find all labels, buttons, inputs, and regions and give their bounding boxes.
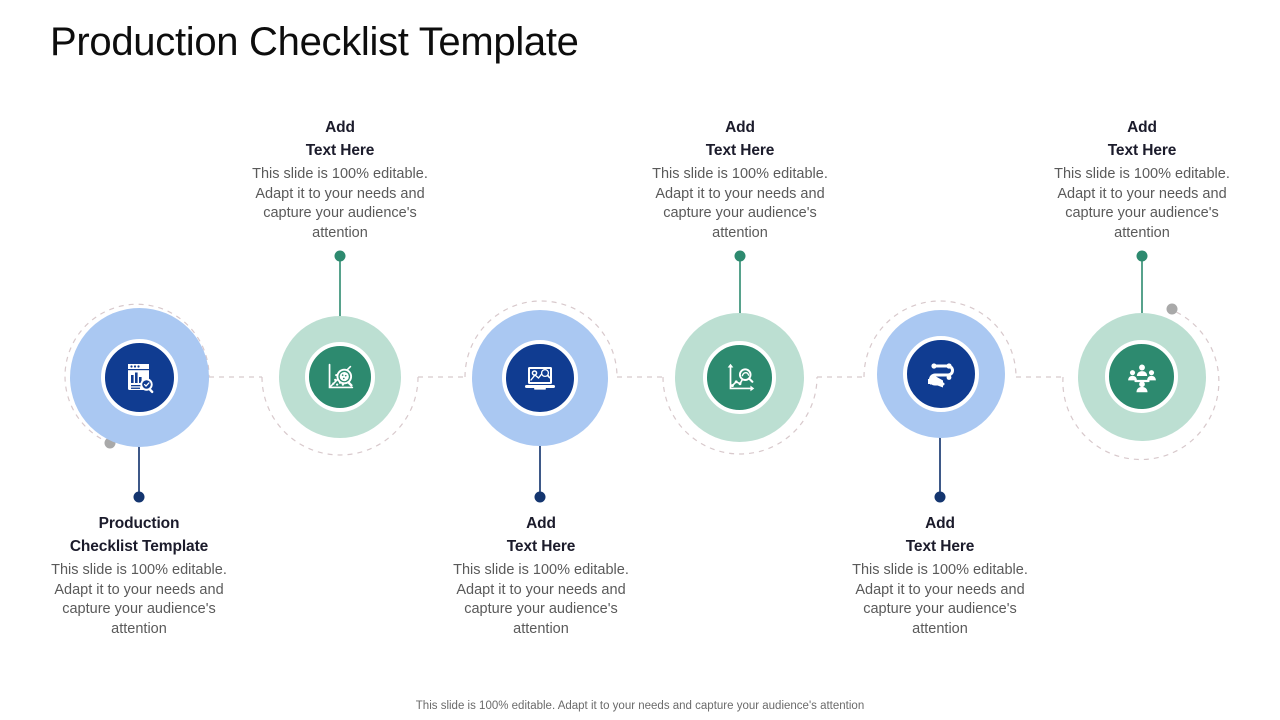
node-1-text: Production Checklist Template This slide… [39,512,239,639]
node-5-heading: Add Text Here [905,515,975,555]
footer-note: This slide is 100% editable. Adapt it to… [415,700,865,712]
node-6-heading: Add Text Here [1107,119,1177,159]
node-6-text: Add Text Here This slide is 100% editabl… [1042,116,1242,243]
node-2-inner-circle [305,342,375,412]
node-1-body: This slide is 100% editable. Adapt it to… [51,562,227,637]
page-title: Production Checklist Template [50,20,579,64]
accent-dot-end [1166,303,1178,315]
node-6-inner-circle [1105,340,1178,413]
node-3-inner-circle [502,340,578,416]
node-4-text: Add Text Here This slide is 100% editabl… [640,116,840,243]
node-6-body: This slide is 100% editable. Adapt it to… [1054,166,1230,241]
node-5-body: This slide is 100% editable. Adapt it to… [852,562,1028,637]
team-meeting-icon [1127,364,1156,392]
node-2-text: Add Text Here This slide is 100% editabl… [240,116,440,243]
node-5-inner-circle [903,336,979,412]
node-5-text: Add Text Here This slide is 100% editabl… [840,512,1040,639]
node-1-heading: Production Checklist Template [69,515,209,555]
laptop-analytics-icon [525,367,555,390]
node-3-heading: Add Text Here [506,515,576,555]
scatter-chart-search-icon [328,363,354,389]
node-1-inner-circle [101,339,178,416]
node-3-text: Add Text Here This slide is 100% editabl… [441,512,641,639]
node-4-heading: Add Text Here [705,119,775,159]
node-2-body: This slide is 100% editable. Adapt it to… [252,166,428,241]
document-search-icon [127,363,153,393]
roadmap-megaphone-icon [928,363,954,388]
line-chart-search-icon [727,363,754,391]
node-4-inner-circle [703,341,776,414]
node-2-heading: Add Text Here [305,119,375,159]
node-3-body: This slide is 100% editable. Adapt it to… [453,562,629,637]
node-4-body: This slide is 100% editable. Adapt it to… [652,166,828,241]
